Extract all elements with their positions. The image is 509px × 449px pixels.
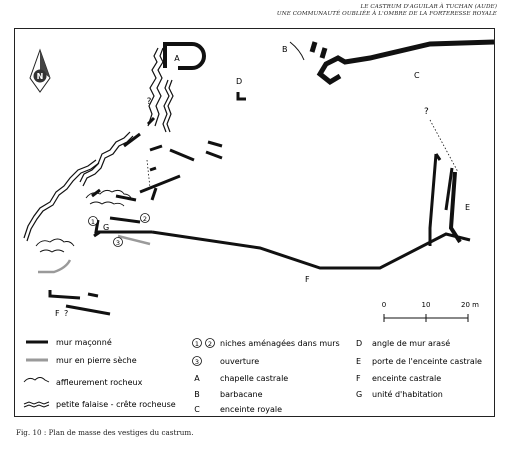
niche-2-label: 2 — [143, 215, 147, 223]
label-c: C — [414, 71, 420, 80]
legend-enceinte-castrale: enceinte castrale — [372, 374, 441, 383]
niche-1-label: 1 — [91, 218, 95, 226]
label-f: F — [305, 275, 310, 284]
svg-text:1: 1 — [195, 340, 199, 348]
label-f-2: F — [55, 309, 60, 318]
legend-key-f: F — [356, 374, 361, 383]
opening-marker-3: 3 — [113, 237, 123, 247]
legend-unite-habitation: unité d'habitation — [372, 389, 443, 399]
legend-key-c: C — [194, 405, 200, 414]
chapel-a-walls — [163, 42, 206, 70]
niche-marker-1: 1 — [88, 216, 98, 226]
legend-key-d: D — [356, 339, 362, 348]
unknown-mark-2: ? — [424, 107, 429, 117]
legend-middle: 1 2 3 A B C — [192, 338, 215, 414]
label-e: E — [465, 203, 470, 212]
legend-falaise: petite falaise - crête rocheuse — [56, 399, 176, 409]
legend-porte: porte de l'enceinte castrale — [372, 357, 482, 366]
legend-mur-pierre-seche: mur en pierre sèche — [56, 355, 137, 365]
legend-angle-mur: angle de mur arasé — [372, 338, 450, 348]
svg-text:2: 2 — [208, 340, 212, 348]
north-label: N — [37, 72, 44, 81]
scale-bar: 0 10 20 m — [382, 301, 479, 322]
legend-key-b: B — [194, 390, 200, 399]
figure-frame — [14, 28, 495, 417]
label-g: G — [103, 223, 109, 232]
niche-marker-2: 2 — [140, 213, 150, 223]
castral-enclosure-walls — [91, 116, 454, 246]
legend-niches: niches aménagées dans murs — [220, 338, 340, 348]
legend-affleurement: affleurement rocheux — [56, 378, 143, 387]
legend-key-g: G — [356, 390, 362, 399]
enclosure-f-wall — [151, 230, 471, 270]
dry-stone-walls — [38, 234, 151, 274]
label-b: B — [282, 45, 288, 54]
figure-caption: Fig. 10 : Plan de masse des vestiges du … — [16, 428, 194, 437]
royal-enclosure-c — [309, 39, 495, 86]
north-arrow-icon: N — [29, 48, 51, 93]
running-header: LE CASTRUM D'AGUILAR À TUCHAN (AUDE) UNE… — [277, 4, 497, 18]
legend-ouverture: ouverture — [220, 357, 259, 366]
legend-symbols — [23, 340, 50, 408]
legend-enceinte-royale: enceinte royale — [220, 405, 282, 414]
running-header-line-2: UNE COMMUNAUTÉ OUBLIÉE À L'OMBRE DE LA F… — [276, 11, 497, 17]
legend-key-a: A — [194, 374, 200, 383]
scale-tick-10: 10 — [422, 301, 431, 309]
scale-tick-0: 0 — [382, 301, 386, 309]
unknown-mark-3: ? — [64, 309, 68, 318]
legend-barbacane: barbacane — [220, 390, 263, 399]
southwest-walls — [48, 290, 111, 316]
unknown-mark-1: ? — [147, 97, 152, 107]
label-d: D — [236, 77, 242, 86]
label-a: A — [174, 54, 180, 63]
legend-key-e: E — [356, 357, 361, 366]
running-header-line-1: LE CASTRUM D'AGUILAR À TUCHAN (AUDE) — [360, 4, 497, 10]
cliff-lines — [23, 47, 174, 242]
legend-mur-maconne: mur maçonné — [56, 337, 112, 347]
opening-3-label: 3 — [116, 239, 120, 247]
scale-tick-20: 20 m — [461, 301, 479, 309]
legend-chapelle: chapelle castrale — [220, 374, 288, 383]
svg-text:3: 3 — [195, 358, 199, 366]
site-plan: N A ? B C D — [23, 39, 495, 414]
